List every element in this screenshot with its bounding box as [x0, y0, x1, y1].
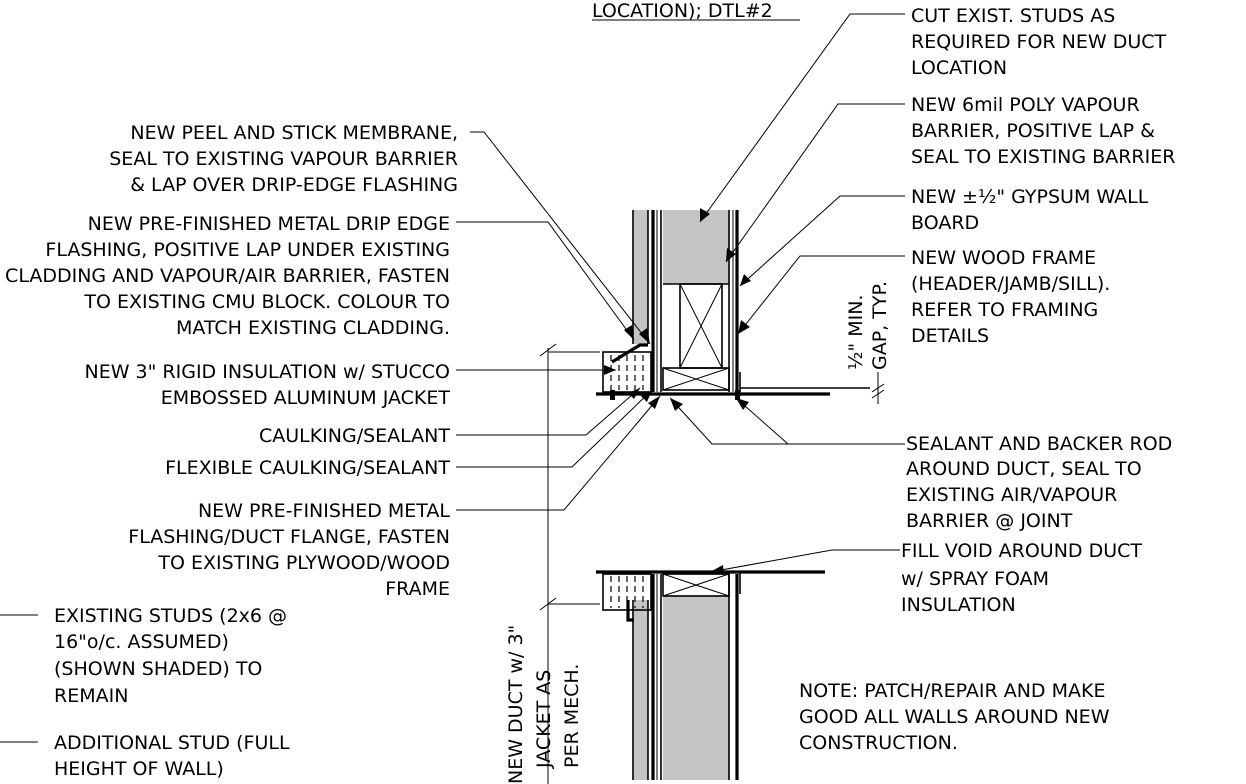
svg-text:PER MECH.: PER MECH.	[561, 664, 583, 768]
label-top-reference: LOCATION); DTL#2	[592, 0, 800, 22]
svg-text:& LAP OVER DRIP-EDGE FLASHING: & LAP OVER DRIP-EDGE FLASHING	[130, 174, 458, 196]
svg-text:FILL VOID AROUND DUCT: FILL VOID AROUND DUCT	[901, 540, 1142, 562]
label-flexible-caulking: FLEXIBLE CAULKING/SEALANT	[165, 457, 450, 479]
existing-stud-shading-lower	[663, 596, 729, 780]
svg-text:w/ SPRAY FOAM: w/ SPRAY FOAM	[901, 568, 1049, 590]
top-reference-text: LOCATION); DTL#2	[592, 0, 773, 22]
lower-wall-section	[596, 570, 825, 780]
svg-text:EXISTING STUDS (2x6 @: EXISTING STUDS (2x6 @	[54, 605, 287, 627]
svg-text:REQUIRED FOR NEW DUCT: REQUIRED FOR NEW DUCT	[911, 31, 1167, 53]
label-caulking: CAULKING/SEALANT	[259, 425, 450, 447]
svg-text:DETAILS: DETAILS	[911, 325, 989, 347]
label-existing-studs: EXISTING STUDS (2x6 @ 16"o/c. ASSUMED) (…	[54, 605, 287, 707]
leader-lines	[0, 13, 905, 743]
label-gypsum-board: NEW ±½" GYPSUM WALL BOARD	[911, 186, 1149, 234]
svg-text:CLADDING AND VAPOUR/AIR BARRIE: CLADDING AND VAPOUR/AIR BARRIER, FASTEN	[5, 265, 450, 287]
svg-text:REMAIN: REMAIN	[54, 685, 128, 707]
label-spray-foam: FILL VOID AROUND DUCT w/ SPRAY FOAM INSU…	[901, 540, 1142, 616]
svg-text:SEAL TO EXISTING BARRIER: SEAL TO EXISTING BARRIER	[911, 146, 1175, 168]
svg-text:NEW PRE-FINISHED METAL: NEW PRE-FINISHED METAL	[198, 500, 450, 522]
svg-text:½" MIN.: ½" MIN.	[845, 295, 867, 370]
svg-text:NEW WOOD FRAME: NEW WOOD FRAME	[911, 247, 1096, 269]
wood-header	[662, 573, 730, 597]
general-note: NOTE: PATCH/REPAIR AND MAKE GOOD ALL WAL…	[799, 680, 1110, 754]
label-rigid-insulation: NEW 3" RIGID INSULATION w/ STUCCO EMBOSS…	[85, 361, 451, 409]
svg-text:SEALANT AND BACKER ROD: SEALANT AND BACKER ROD	[906, 433, 1172, 455]
svg-text:BOARD: BOARD	[911, 212, 979, 234]
label-gap: ½" MIN. GAP, TYP.	[845, 281, 891, 370]
cmu-shading-lower	[633, 600, 648, 780]
svg-text:LOCATION: LOCATION	[911, 57, 1007, 79]
svg-text:MATCH EXISTING CLADDING.: MATCH EXISTING CLADDING.	[176, 317, 450, 339]
label-cut-studs: CUT EXIST. STUDS AS REQUIRED FOR NEW DUC…	[911, 5, 1167, 79]
svg-text:BARRIER, POSITIVE LAP &: BARRIER, POSITIVE LAP &	[911, 120, 1155, 142]
svg-text:FLASHING/DUCT FLANGE, FASTEN: FLASHING/DUCT FLANGE, FASTEN	[128, 526, 450, 548]
label-sealant-backer-rod: SEALANT AND BACKER ROD AROUND DUCT, SEAL…	[906, 433, 1172, 532]
svg-text:GAP, TYP.: GAP, TYP.	[869, 281, 891, 370]
dimension-lines	[539, 343, 885, 784]
svg-text:JACKET AS: JACKET AS	[533, 670, 555, 769]
existing-stud-shading-upper	[663, 210, 729, 284]
svg-text:EMBOSSED ALUMINUM JACKET: EMBOSSED ALUMINUM JACKET	[161, 387, 451, 409]
label-poly-vapour-barrier: NEW 6mil POLY VAPOUR BARRIER, POSITIVE L…	[911, 94, 1175, 168]
svg-text:(HEADER/JAMB/SILL).: (HEADER/JAMB/SILL).	[911, 273, 1110, 295]
svg-text:SEAL TO EXISTING VAPOUR BARRIE: SEAL TO EXISTING VAPOUR BARRIER	[109, 148, 458, 170]
svg-text:(SHOWN SHADED) TO: (SHOWN SHADED) TO	[54, 658, 262, 680]
svg-text:EXISTING AIR/VAPOUR: EXISTING AIR/VAPOUR	[906, 484, 1117, 506]
label-wood-frame: NEW WOOD FRAME (HEADER/JAMB/SILL). REFER…	[911, 247, 1110, 347]
svg-text:BARRIER @ JOINT: BARRIER @ JOINT	[906, 510, 1073, 532]
svg-text:NEW DUCT w/ 3": NEW DUCT w/ 3"	[505, 625, 527, 784]
svg-text:CUT EXIST. STUDS AS: CUT EXIST. STUDS AS	[911, 5, 1115, 27]
svg-text:NEW PRE-FINISHED METAL DRIP ED: NEW PRE-FINISHED METAL DRIP EDGE	[88, 213, 450, 235]
cmu-shading-upper	[633, 210, 648, 344]
svg-text:REFER TO FRAMING: REFER TO FRAMING	[911, 299, 1098, 321]
label-additional-stud: ADDITIONAL STUD (FULL HEIGHT OF WALL)	[54, 732, 290, 780]
upper-wall-section	[596, 210, 870, 400]
label-peel-stick-membrane: NEW PEEL AND STICK MEMBRANE, SEAL TO EXI…	[109, 122, 458, 196]
svg-text:NEW 3" RIGID INSULATION w/ STU: NEW 3" RIGID INSULATION w/ STUCCO	[85, 361, 451, 383]
svg-text:AROUND DUCT, SEAL TO: AROUND DUCT, SEAL TO	[906, 458, 1142, 480]
svg-text:NOTE: PATCH/REPAIR AND MAKE: NOTE: PATCH/REPAIR AND MAKE	[799, 680, 1105, 702]
svg-text:NEW 6mil POLY VAPOUR: NEW 6mil POLY VAPOUR	[911, 94, 1140, 116]
wood-sill	[662, 367, 730, 391]
svg-text:TO EXISTING CMU BLOCK. COLOUR: TO EXISTING CMU BLOCK. COLOUR TO	[83, 291, 450, 313]
svg-text:16"o/c. ASSUMED): 16"o/c. ASSUMED)	[54, 631, 229, 653]
svg-text:INSULATION: INSULATION	[901, 594, 1016, 616]
svg-text:GOOD ALL WALLS AROUND NEW: GOOD ALL WALLS AROUND NEW	[799, 706, 1110, 728]
svg-text:FLASHING, POSITIVE LAP UNDER E: FLASHING, POSITIVE LAP UNDER EXISTING	[45, 239, 450, 261]
label-new-duct: NEW DUCT w/ 3" JACKET AS PER MECH.	[505, 625, 583, 784]
svg-text:ADDITIONAL STUD (FULL: ADDITIONAL STUD (FULL	[54, 732, 290, 754]
label-metal-flashing: NEW PRE-FINISHED METAL FLASHING/DUCT FLA…	[128, 500, 450, 600]
svg-text:NEW PEEL AND STICK MEMBRANE,: NEW PEEL AND STICK MEMBRANE,	[130, 122, 458, 144]
svg-text:FRAME: FRAME	[385, 578, 450, 600]
svg-text:HEIGHT OF WALL): HEIGHT OF WALL)	[54, 758, 224, 780]
svg-text:CONSTRUCTION.: CONSTRUCTION.	[799, 732, 958, 754]
label-drip-edge-flashing: NEW PRE-FINISHED METAL DRIP EDGE FLASHIN…	[5, 213, 450, 339]
svg-text:TO EXISTING PLYWOOD/WOOD: TO EXISTING PLYWOOD/WOOD	[157, 552, 450, 574]
svg-text:NEW ±½" GYPSUM WALL: NEW ±½" GYPSUM WALL	[911, 186, 1149, 208]
